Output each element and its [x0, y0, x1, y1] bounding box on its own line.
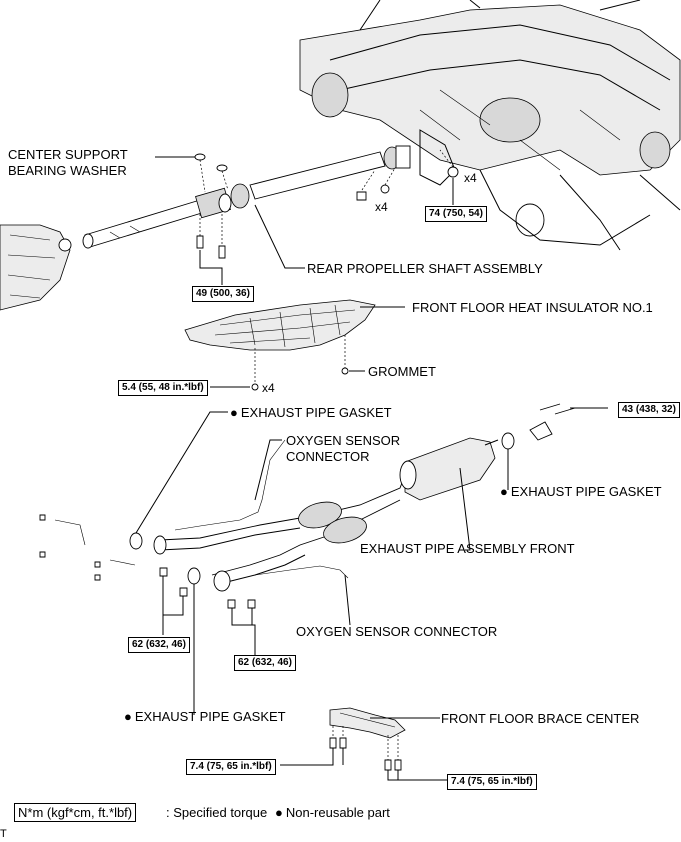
bolt-icon-diff	[356, 191, 367, 201]
label-o2-bottom: OXYGEN SENSOR CONNECTOR	[296, 624, 498, 639]
label-center-support: CENTER SUPPORT	[8, 147, 128, 162]
legend-nonreusable: Non-reusable part	[275, 805, 390, 820]
heat-insulator	[184, 299, 376, 351]
leader-7-4-left	[280, 748, 344, 766]
dash-washers	[199, 159, 229, 193]
leader-gasket-top	[135, 411, 228, 534]
dash-diff-bolts	[361, 167, 396, 191]
torque-7-4-left: 7.4 (75, 65 in.*lbf)	[186, 759, 276, 775]
dash-brace	[332, 726, 399, 760]
torque-62-left: 62 (632, 46)	[128, 637, 190, 653]
torque-74: 74 (750, 54)	[425, 206, 487, 222]
label-heat-insulator: FRONT FLOOR HEAT INSULATOR NO.1	[412, 300, 653, 315]
dash-center-bolts	[199, 214, 223, 246]
legend-torque-format: N*m (kgf*cm, ft.*lbf)	[14, 803, 137, 822]
leader-o2-top	[254, 439, 282, 501]
nut-icon-diff	[447, 166, 459, 178]
leader-propeller	[254, 204, 305, 269]
label-bearing-washer: BEARING WASHER	[8, 163, 127, 178]
torque-49: 49 (500, 36)	[192, 286, 254, 302]
gasket-icon-right	[501, 432, 515, 450]
floor-brace	[329, 707, 406, 739]
propeller-shaft	[82, 145, 411, 249]
leader-62-mid	[231, 608, 256, 655]
washer-icon-diff	[380, 184, 390, 194]
leader-exhaust-front	[459, 467, 471, 551]
label-grommet: GROMMET	[368, 364, 436, 379]
gasket-icon-bottom	[187, 567, 201, 585]
washer-icon-1	[194, 153, 206, 161]
torque-62-mid: 62 (632, 46)	[234, 655, 296, 671]
torque-43: 43 (438, 32)	[618, 402, 680, 418]
label-o2-top-2: CONNECTOR	[286, 449, 370, 464]
brace-bolt-icons	[329, 737, 402, 771]
label-rear-propeller-shaft: REAR PROPELLER SHAFT ASSEMBLY	[307, 261, 543, 276]
leader-o2-bottom	[344, 574, 351, 626]
nut-icon-insulator	[251, 383, 259, 391]
flange-bolt-icons-left	[159, 567, 188, 597]
torque-7-4-right: 7.4 (75, 65 in.*lbf)	[447, 774, 537, 790]
manifold-studs	[54, 519, 136, 566]
dash-insulator	[254, 335, 346, 382]
gasket-icon-top	[129, 532, 143, 550]
transmission	[0, 224, 72, 311]
rear-subframe	[299, 0, 681, 251]
qty-bearing: x4	[375, 200, 388, 214]
label-gasket-bottom: EXHAUST PIPE GASKET	[124, 709, 286, 724]
leader-7-4-right	[387, 770, 447, 781]
legend-torque-desc: : Specified torque	[166, 805, 268, 820]
bolt-icons-center	[196, 235, 226, 259]
flange-bolt-icons-mid	[227, 599, 256, 609]
dash-diff-nut	[439, 149, 454, 168]
qty-diff: x4	[464, 171, 477, 185]
leader-62-left	[162, 576, 184, 635]
qty-insulator: x4	[262, 381, 275, 395]
label-floor-brace: FRONT FLOOR BRACE CENTER	[441, 711, 640, 726]
label-gasket-top: EXHAUST PIPE GASKET	[230, 405, 392, 420]
torque-5-4: 5.4 (55, 48 in.*lbf)	[118, 380, 208, 396]
grommet-icon	[341, 367, 349, 375]
manifold-nut-icons	[39, 514, 101, 581]
washer-icon-2	[216, 164, 228, 172]
spring-bolt-icons	[529, 403, 576, 441]
label-exhaust-front: EXHAUST PIPE ASSEMBLY FRONT	[360, 541, 575, 556]
leader-49	[199, 250, 223, 285]
corner-mark: T	[0, 828, 7, 840]
exhaust-pipe-assembly	[153, 437, 499, 592]
label-gasket-right: EXHAUST PIPE GASKET	[500, 484, 662, 499]
label-o2-top-1: OXYGEN SENSOR	[286, 433, 401, 448]
